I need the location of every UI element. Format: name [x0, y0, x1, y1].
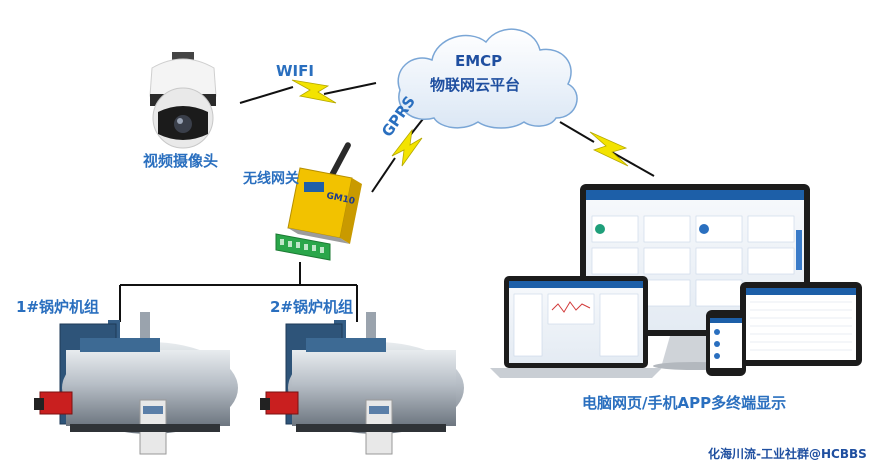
cloud-subtitle: 物联网云平台	[430, 76, 521, 94]
platform-lightning-icon	[589, 131, 629, 167]
cloud-title: EMCP	[455, 52, 503, 70]
boiler-1-label: 1#锅炉机组	[16, 298, 100, 316]
cloud-icon	[397, 28, 578, 129]
camera-label: 视频摄像头	[143, 152, 219, 170]
wifi-label: WIFI	[276, 62, 314, 80]
boiler-unit-1-icon	[34, 312, 238, 455]
display-caption: 电脑网页/手机APP多终端显示	[582, 394, 787, 412]
phone-icon	[706, 310, 746, 376]
tablet-icon	[740, 282, 862, 366]
watermark: 化海川流-工业社群@HCBBS	[708, 447, 867, 461]
wiring	[119, 82, 655, 322]
desktop-monitor-icon	[580, 184, 810, 370]
gateway-label: 无线网关	[243, 171, 299, 187]
camera-icon	[149, 52, 217, 149]
gprs-lightning-icon	[391, 128, 423, 167]
gateway-device-icon	[275, 142, 362, 261]
laptop-icon	[490, 276, 662, 378]
wifi-lightning-icon	[291, 79, 337, 104]
boiler-unit-2-icon	[260, 312, 464, 455]
boiler-2-label: 2#锅炉机组	[270, 298, 354, 316]
